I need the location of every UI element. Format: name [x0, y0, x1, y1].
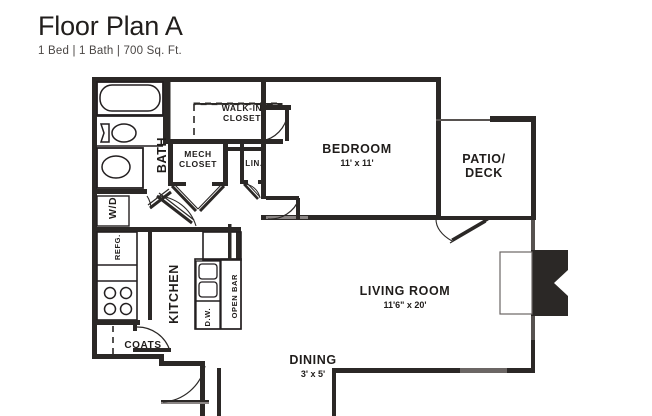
- wall-kitchen-left: [92, 232, 97, 354]
- washer-dryer-unit: [96, 195, 130, 227]
- wall-linen-shelf: [228, 147, 246, 151]
- page-title: Floor Plan A: [38, 11, 183, 41]
- wall-walkin-head: [261, 105, 291, 110]
- burner-2: [119, 286, 133, 300]
- burner-1: [103, 286, 117, 300]
- kitchen-bar-lower: [194, 258, 242, 330]
- mech-door-left-edge: [173, 183, 199, 210]
- coats-door-arc: [136, 326, 171, 352]
- wall-kitchen-partition: [148, 232, 152, 320]
- entry-door-threshold: [161, 402, 209, 404]
- wall-mech-bottom-right: [212, 182, 228, 186]
- wall-bottom-living-a: [332, 368, 462, 373]
- burner-3: [103, 302, 117, 316]
- bedroom-door-head: [266, 196, 299, 200]
- wall-bath-right: [163, 77, 168, 143]
- wall-wd-top: [92, 189, 147, 194]
- linen-door-leaf: [243, 183, 259, 200]
- bedroom-door-leaf: [296, 198, 300, 220]
- sink-basin-2: [198, 281, 218, 298]
- patio-door-arc: [435, 218, 453, 242]
- mech-door-right-edge: [197, 183, 223, 210]
- toilet-tank: [99, 123, 110, 143]
- wall-mech-right: [223, 143, 228, 186]
- vanity-counter: [96, 147, 144, 189]
- wall-living-right-bottom: [531, 340, 535, 371]
- open-bar-counter: [220, 258, 242, 330]
- wall-walkin-left: [168, 77, 171, 139]
- plan-header: Floor Plan A 1 Bed | 1 Bath | 700 Sq. Ft…: [38, 11, 183, 58]
- bar-post: [228, 224, 232, 260]
- sill-bedroom-bottom: [266, 216, 308, 219]
- wall-mech-left: [168, 143, 173, 186]
- patio-door-leaf: [451, 217, 489, 242]
- wall-bedroom-left-upper: [261, 110, 266, 140]
- wall-left-exterior: [92, 77, 97, 359]
- toilet-bowl: [111, 123, 137, 143]
- patio-rail-top: [490, 116, 536, 122]
- wall-linen-bottom-l: [240, 180, 248, 184]
- wall-bedroom-bottom: [261, 215, 441, 220]
- wall-linen-bottom-r: [258, 180, 266, 184]
- patio-rail-bottom-right: [487, 216, 536, 220]
- vanity-sink: [101, 155, 131, 179]
- mech-door-right-leaf: [198, 184, 226, 213]
- coats-door-leaf: [133, 348, 171, 352]
- wall-bottom-left: [92, 354, 164, 359]
- kitchen-bar-upper: [202, 231, 242, 261]
- wall-bedroom-right: [436, 77, 441, 217]
- walkin-door-arc: [265, 108, 289, 141]
- linen-door-arc: [243, 183, 261, 199]
- wall-coats-left: [92, 325, 97, 355]
- coats-jamb: [133, 325, 137, 331]
- plan-subtitle: 1 Bed | 1 Bath | 700 Sq. Ft.: [38, 45, 182, 58]
- wall-kitchen-top: [92, 227, 240, 232]
- patio-rail-top-thin: [436, 119, 494, 121]
- walls-group: [92, 77, 568, 416]
- bathtub-basin: [99, 84, 161, 112]
- wall-entry-stub: [217, 368, 221, 416]
- wall-kitchen-bar-left: [236, 227, 241, 259]
- wall-living-right-upper: [531, 220, 535, 252]
- bathtub-outline: [96, 81, 164, 116]
- wall-mech-bottom-left: [168, 182, 186, 186]
- wall-entry-jog-v: [159, 354, 164, 366]
- dishwasher-box: [195, 300, 221, 330]
- walkin-door-leaf: [285, 108, 289, 141]
- bay-window-block: [531, 250, 568, 316]
- wall-coats-top: [92, 320, 140, 325]
- wall-linen-top: [240, 147, 266, 151]
- sink-basin-1: [198, 263, 218, 280]
- patio-rail-right: [531, 116, 536, 220]
- wall-dining-left: [332, 368, 336, 416]
- wall-linen-right: [261, 143, 266, 183]
- wall-bottom-living-sill: [460, 368, 510, 373]
- hall-door-arc: [156, 195, 197, 227]
- wall-entry-right: [200, 361, 205, 416]
- burner-4: [119, 302, 133, 316]
- wall-closets-top: [168, 139, 283, 144]
- entry-door-arc: [162, 365, 206, 403]
- wall-linen-left: [240, 143, 244, 183]
- bay-window-inner: [499, 251, 533, 315]
- wall-entry-sill: [159, 361, 205, 366]
- patio-door-leaf-edge: [449, 221, 487, 244]
- hall-door-leaf: [156, 194, 193, 225]
- wall-bottom-living-b: [507, 368, 535, 373]
- mech-door-left-leaf: [170, 184, 198, 213]
- wall-bedroom-left-lower: [261, 183, 266, 199]
- patio-rail-bottom-left: [436, 216, 488, 220]
- wall-walkin-right-upper: [261, 77, 266, 110]
- bath-door-arc: [146, 195, 152, 210]
